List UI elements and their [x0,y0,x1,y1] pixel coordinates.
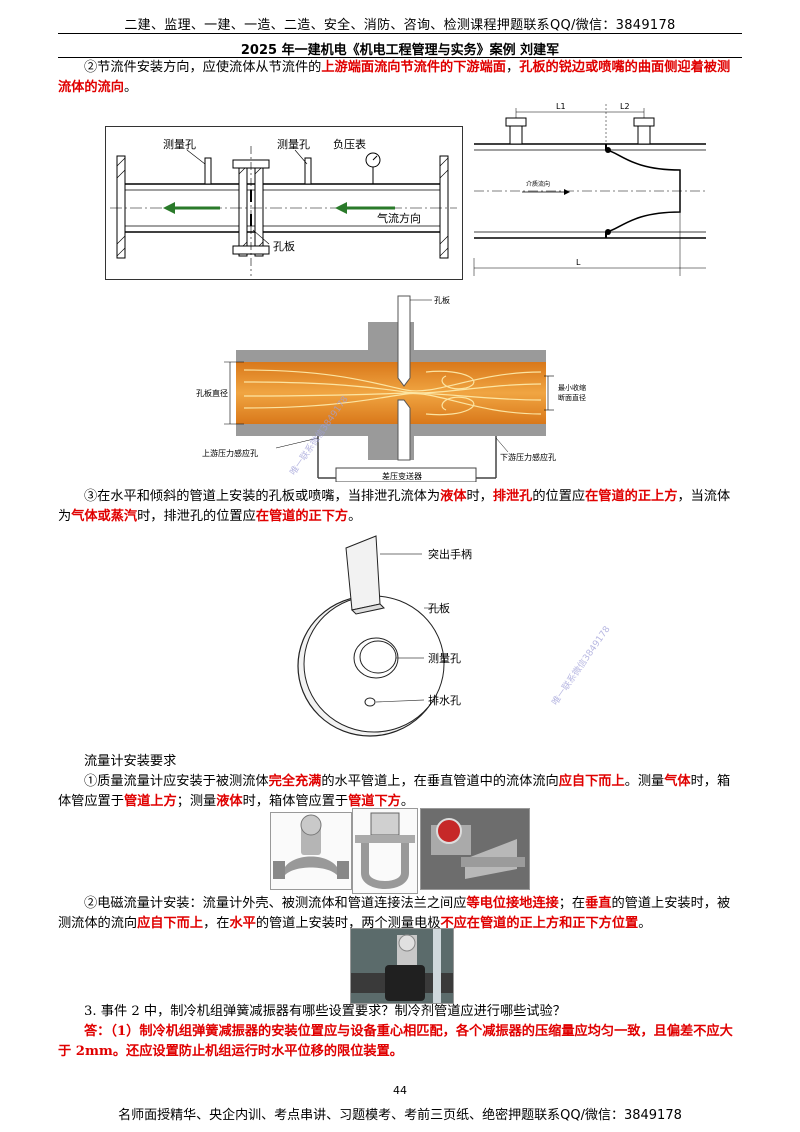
label-negative-gauge: 负压表 [333,137,366,151]
label-measure-hole-1: 测量孔 [163,138,196,151]
text-span: 。 [348,509,362,524]
text-span: 时，箱体管应置于 [242,794,349,809]
label-l2: L2 [620,102,630,111]
label-upstream-tap: 上游压力感应孔 [202,448,258,458]
nozzle-pipe-diagram: L1 L2 L 介质流向 [473,102,706,276]
highlight-span: 上游端面流向节流件的下游端面 [321,60,506,75]
highlight-span: 液体 [216,794,243,809]
text-span: ③在水平和倾斜的管道上安装的孔板或喷嘴，当排泄孔流体为 [84,489,441,504]
text-span: ①质量流量计应安装于被测流体 [84,774,269,789]
highlight-span: 气体 [664,774,691,789]
label-drain-hole: 排水孔 [428,693,461,707]
text-span: 。 [123,80,138,95]
page-number: 44 [393,1084,407,1097]
highlight-span: 在管道的正下方 [255,509,349,524]
label-min-contraction-1: 最小收缩 [558,383,586,392]
text-span: ②节流件安装方向，应使流体从节流件的 [84,60,322,75]
watermark: 唯一联系微信3849178 [550,624,613,708]
label-min-contraction-2: 断面直径 [558,393,586,402]
label-plate: 孔板 [428,601,450,615]
orifice-pipe-diagram: 测量孔 测量孔 负压表 气流方向 孔板 [105,126,463,280]
text-span: ， [506,60,520,75]
highlight-span: 应自下而上 [137,916,204,931]
orifice-plate-disc-diagram: 突出手柄 孔板 测量孔 排水孔 [297,535,472,737]
highlight-span: 在管道的正上方 [585,489,678,504]
highlight-span: 应自下而上 [558,774,625,789]
text-span: ，当流体为 [58,489,731,524]
text-span: 。 [638,916,652,931]
text-span: 时，箱体管应置于 [58,774,731,809]
paragraph-electromagnetic-flowmeter: ②电磁流量计安装：流量计外壳、被测流体和管道连接法兰之间应等电位接地连接；在垂直… [58,894,742,934]
text-span: 的管道上安装时，两个测量电极 [255,916,441,931]
highlight-span: 完全充满 [268,774,322,789]
mass-flowmeter-photo-1 [270,812,352,890]
label-orifice-plate: 孔板 [273,239,295,253]
text-span: 的位置应 [532,489,586,504]
text-span: 。测量 [624,774,665,789]
mass-flowmeter-photo-3 [420,808,530,890]
highlight-span: 垂直 [585,896,612,911]
text-span: ；测量 [176,794,217,809]
label-medium-direction: 介质流向 [526,180,550,188]
text-span: 时， [466,489,493,504]
highlight-span: 孔板的锐边或喷嘴的曲面侧迎着被测流体的流向 [58,60,731,95]
text-span: 的水平管道上，在垂直管道中的流体流向 [321,774,559,789]
flow-arrow-icon [163,202,220,214]
label-l: L [576,258,581,267]
header-rule-bottom [58,57,742,58]
text-span: 时，排泄孔的位置应 [137,509,256,524]
orifice-flow-diagram: 孔板 孔板直径 最小收缩 断面直径 上游压力感应孔 下游压力感应孔 差压变送器 [196,295,586,482]
question-3: 3. 事件 2 中，制冷机组弹簧减振器有哪些设置要求？制冷剂管道应进行哪些试验？ [84,1004,566,1019]
text-span: ；在 [558,896,586,911]
header-line-2: 2025 年一建机电《机电工程管理与实务》案例 刘建军 [240,43,560,58]
header-rule-top [58,33,742,34]
label-measure-hole: 测量孔 [428,652,461,665]
footer-line: 名师面授精华、央企内训、考点串讲、习题模考、考前三页纸、绝密押题联系QQ/微信：… [118,1108,682,1123]
text-span: 的管道上安装时，被测流体的流向 [58,896,731,931]
text-span: ，在 [203,916,230,931]
paragraph-mass-flowmeter: ①质量流量计应安装于被测流体完全充满的水平管道上，在垂直管道中的流体流向应自下而… [58,772,742,812]
section-title: 流量计安装要求 [84,754,177,769]
medium-arrow-icon [522,189,570,195]
text-span: 。 [400,794,415,809]
header-line-1: 二建、监理、一建、一造、二造、安全、消防、咨询、检测课程押题联系QQ/微信：38… [124,18,676,33]
label-downstream-tap: 下游压力感应孔 [500,452,556,462]
label-measure-hole-2: 测量孔 [277,138,310,151]
text-span: ②电磁流量计安装：流量计外壳、被测流体和管道连接法兰之间应 [84,896,467,911]
highlight-span: 气体或蒸汽 [71,509,138,524]
paragraph-orifice-direction: ②节流件安装方向，应使流体从节流件的上游端面流向节流件的下游端面，孔板的锐边或喷… [58,58,742,98]
highlight-span: 排泄孔 [492,489,533,504]
answer-3: 答：（1）制冷机组弹簧减振器的安装位置应与设备重心相匹配，各个减振器的压缩量应均… [58,1024,733,1059]
label-orifice-diameter: 孔板直径 [196,388,228,398]
label-l1: L1 [556,102,566,111]
label-dp-transmitter: 差压变送器 [382,471,422,481]
label-airflow-direction: 气流方向 [377,211,421,225]
flow-arrow-icon [335,202,395,214]
highlight-span: 液体 [440,489,467,504]
mass-flowmeter-photo-2 [352,808,418,894]
label-orifice-plate-top: 孔板 [434,295,450,305]
highlight-span: 等电位接地连接 [466,896,559,911]
electromagnetic-flowmeter-photo [350,928,454,1004]
label-handle: 突出手柄 [428,547,472,561]
highlight-span: 不应在管道的正上方和正下方位置 [440,916,639,931]
paragraph-drain-hole: ③在水平和倾斜的管道上安装的孔板或喷嘴，当排泄孔流体为液体时，排泄孔的位置应在管… [58,487,742,527]
highlight-span: 管道上方 [123,794,177,809]
highlight-span: 管道下方 [348,794,401,809]
highlight-span: 水平 [229,916,256,931]
